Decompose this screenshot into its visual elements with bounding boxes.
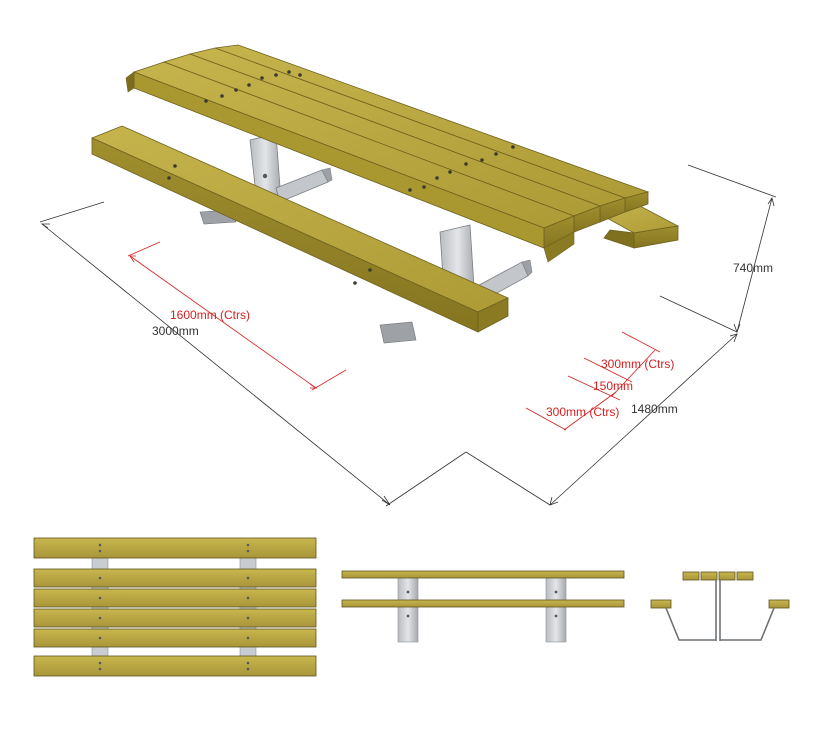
height-label: 740mm (733, 261, 773, 275)
plan-seat-board (33, 655, 317, 677)
front-seat-bench (90, 125, 509, 333)
plan-table-board (33, 608, 317, 628)
leg-centres-label: 1600mm (Ctrs) (170, 308, 250, 322)
plan-seat-board (33, 537, 317, 559)
spacing-bottom-label: 300mm (Ctrs) (546, 405, 619, 419)
plan-table-board (33, 568, 317, 588)
plan-table-board (33, 588, 317, 608)
side-seat (341, 599, 625, 608)
plan-table-board (33, 628, 317, 648)
spacing-mid-label: 150mm (593, 379, 633, 393)
end-elevation (650, 571, 790, 641)
table-top (125, 44, 650, 263)
foot-plate-right (379, 321, 417, 344)
width-label: 1480mm (631, 402, 678, 416)
width-dimension (465, 333, 738, 506)
plan-view (33, 537, 317, 677)
leg-centres-dimension (127, 241, 347, 391)
length-label: 3000mm (152, 324, 199, 338)
length-dimension (39, 201, 467, 507)
isometric-view: 3000mm 740mm 1480mm 1600mm (Ctrs) (39, 44, 777, 507)
seat-spacing-dimensions (525, 331, 661, 431)
side-elevation (341, 570, 625, 643)
height-dimension (659, 164, 777, 334)
spacing-top-label: 300mm (Ctrs) (601, 357, 674, 371)
side-table-top (341, 570, 625, 579)
